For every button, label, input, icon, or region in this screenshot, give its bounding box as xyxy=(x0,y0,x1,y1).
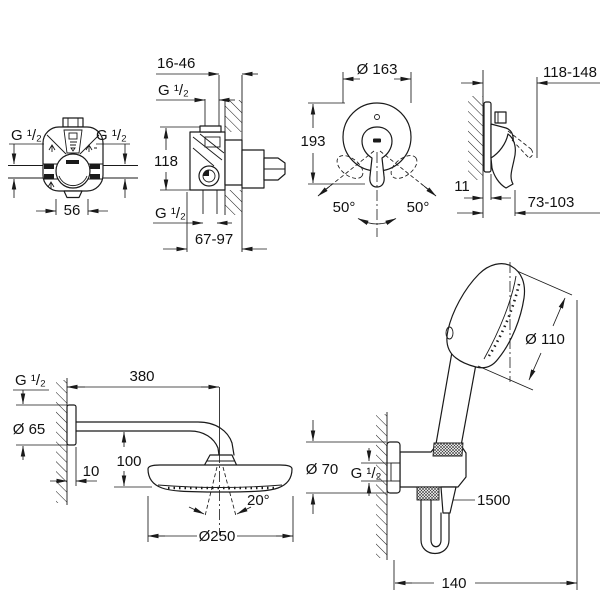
dim-thread-top: G ¹/₂ xyxy=(158,82,189,99)
right-flow-arrow-icon xyxy=(85,144,97,152)
dim-offset-width: 140 xyxy=(441,575,466,592)
dim-spray-diameter: Ø 110 xyxy=(525,331,565,348)
dim-overall-height: 193 xyxy=(300,133,325,150)
valve-side-view: 16-46 G ¹/₂ 118 G ¹/₂ 67-97 xyxy=(153,55,286,252)
shower-hose xyxy=(420,499,450,555)
valve-keystone xyxy=(63,129,83,154)
handle-collar xyxy=(432,442,464,457)
dim-lever-depth: 73-103 xyxy=(528,194,575,211)
wall-hatch xyxy=(225,190,242,215)
spray-mode-button xyxy=(445,326,454,340)
lever-ghost-left xyxy=(336,155,364,179)
dim-body-width: 56 xyxy=(64,202,81,219)
thread-socket xyxy=(390,462,401,482)
hose-nut xyxy=(416,486,440,501)
dim-hose-length: 1500 xyxy=(477,492,510,509)
shower-arm xyxy=(75,421,235,456)
dim-swing-left: 50° xyxy=(333,199,356,216)
left-flow-arrow-icon xyxy=(48,144,56,152)
dim-escutcheon-depth: 10 xyxy=(83,463,100,480)
dim-plaster-depth: 16-46 xyxy=(157,55,195,72)
dim-swing-right: 50° xyxy=(407,199,430,216)
spray-face-texture xyxy=(487,283,521,357)
dim-spray-angle: 20° xyxy=(247,492,270,509)
wall-hatch xyxy=(225,100,242,132)
dim-thread-bottom: G ¹/₂ xyxy=(155,205,186,222)
dim-escutcheon-diameter: Ø 65 xyxy=(13,421,46,438)
dim-wall-thread: G ¹/₂ xyxy=(15,372,46,389)
dim-plate-diameter: Ø 163 xyxy=(357,61,398,78)
valve-front-view: G ¹/₂ G ¹/₂ 56 xyxy=(8,117,138,219)
wall-hatch xyxy=(56,380,67,503)
trim-side-view: 118-148 11 73-103 xyxy=(454,64,600,218)
spray-angle-rays xyxy=(204,466,237,517)
dim-thread-left: G ¹/₂ xyxy=(11,127,42,144)
lower-flow-arrow-icon xyxy=(47,181,55,189)
hand-shower-view: Ø 110 Ø 70 G ¹/₂ 1500 140 xyxy=(306,262,578,592)
wall-lines xyxy=(224,75,243,252)
valve-rough-section xyxy=(241,149,265,189)
wall-hatch xyxy=(376,414,387,558)
arm-ball-joint xyxy=(203,454,238,467)
head-shower-view: G ¹/₂ Ø 65 380 10 100 20° Ø250 xyxy=(13,368,294,545)
plaster-guard-circle xyxy=(55,153,91,189)
dim-arm-length: 380 xyxy=(129,368,154,385)
dim-holder-thread: G ¹/₂ xyxy=(351,465,382,482)
trim-front-view: 50° 50° Ø 163 193 xyxy=(300,61,437,237)
shower-head-disc xyxy=(147,464,293,493)
wall-hatch xyxy=(468,96,483,180)
lever-ghost-open xyxy=(507,130,534,159)
dim-body-height: 118 xyxy=(154,153,178,170)
dim-install-depth: 67-97 xyxy=(195,231,233,248)
valve-bottom-tab xyxy=(63,190,83,199)
dim-head-drop: 100 xyxy=(116,453,141,470)
bottom-connection-stub xyxy=(202,190,218,214)
trim-plate-side xyxy=(483,101,492,173)
lever-ghost-right xyxy=(390,155,418,179)
dim-holder-escutcheon-diameter: Ø 70 xyxy=(306,461,339,478)
cartridge-slot xyxy=(66,160,79,164)
diverter-knob xyxy=(494,111,507,124)
top-connection-stub xyxy=(199,125,222,133)
holder-escutcheon xyxy=(386,441,401,494)
lever-side xyxy=(490,133,516,189)
arm-escutcheon xyxy=(66,404,77,446)
dim-head-diameter: Ø250 xyxy=(199,528,236,545)
dim-lever-reach: 118-148 xyxy=(543,64,597,81)
hand-shower-handle xyxy=(436,352,476,446)
hose-cone xyxy=(440,486,457,514)
hand-shower-head xyxy=(446,263,526,369)
dim-plate-offset: 11 xyxy=(454,178,470,195)
valve-top-tab xyxy=(62,117,84,128)
diverter-hole xyxy=(374,114,380,120)
dim-thread-right: G ¹/₂ xyxy=(96,127,127,144)
